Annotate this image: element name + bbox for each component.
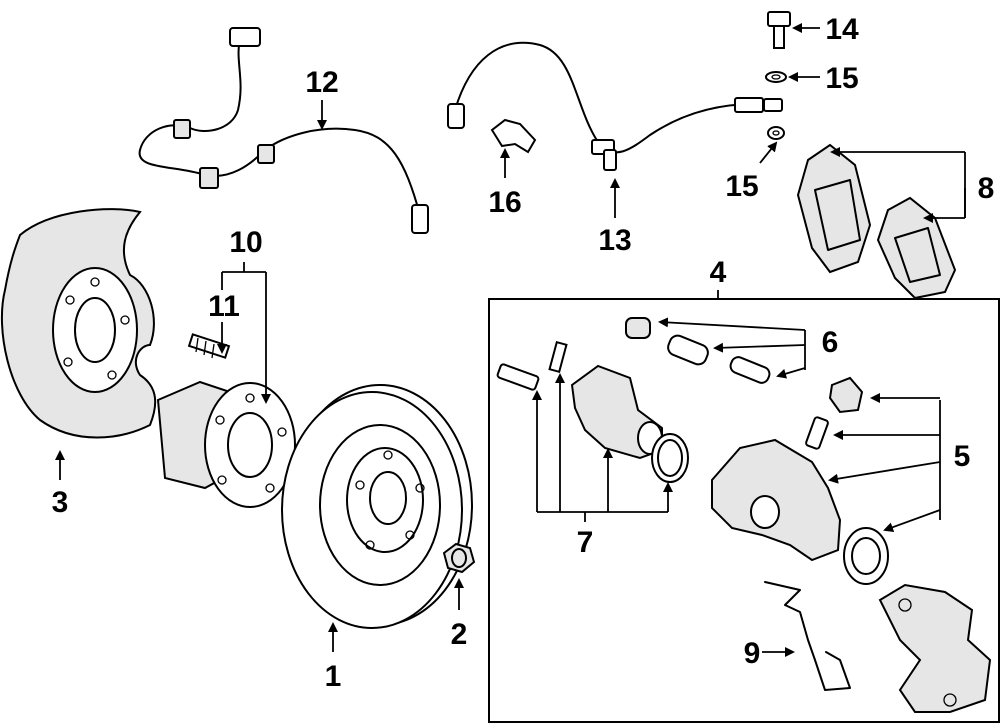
- callout-12: 12: [305, 66, 338, 99]
- callout-8: 8: [978, 172, 995, 205]
- callout-10: 10: [229, 226, 262, 259]
- hub-nut-part: [442, 542, 476, 574]
- callout-13: 13: [598, 224, 631, 257]
- callout-1: 1: [325, 660, 342, 693]
- callout-16: 16: [488, 186, 521, 219]
- callout-9: 9: [744, 637, 761, 670]
- callout-14: 14: [825, 13, 859, 46]
- hose-bracket-part: [490, 118, 537, 154]
- washer-part-lower: [767, 126, 785, 140]
- brake-pads-part: [796, 143, 957, 300]
- union-bolt-part: [767, 11, 791, 49]
- brake-rotor-part: [281, 384, 473, 629]
- brake-caliper-part: [711, 376, 889, 585]
- callout-4: 4: [710, 256, 727, 289]
- parking-brake-actuator-part: [496, 340, 689, 483]
- callout-15-lower: 15: [725, 170, 758, 203]
- callout-3: 3: [52, 486, 69, 519]
- caliper-kit-box: [488, 298, 1000, 723]
- callout-5: 5: [954, 440, 971, 473]
- brake-hose-part: [447, 41, 783, 171]
- leader-lines: [55, 23, 966, 657]
- caliper-bracket-part: [878, 583, 992, 713]
- dust-shield-part: [0, 208, 157, 439]
- hub-assembly-part: [156, 380, 296, 508]
- callout-11: 11: [208, 290, 240, 323]
- callout-2: 2: [451, 618, 468, 651]
- guide-pin-kit-part: [625, 317, 771, 384]
- callout-7: 7: [577, 526, 594, 559]
- anti-rattle-spring-part: [764, 581, 851, 691]
- wheel-stud-part: [187, 333, 231, 359]
- callout-15-upper: 15: [825, 62, 858, 95]
- washer-part-upper: [765, 71, 787, 83]
- callout-6: 6: [822, 326, 839, 359]
- abs-sensor-wire-part: [138, 27, 429, 234]
